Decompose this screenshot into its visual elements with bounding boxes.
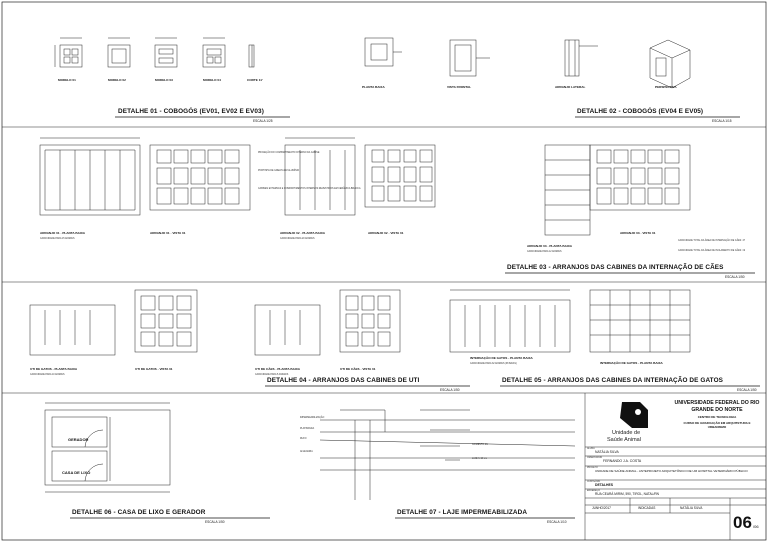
tb-orient: FERNANDO J.A. COSTA <box>603 459 642 463</box>
d3-label: ARRANJO 01 - PLANTA BAIXA <box>40 231 86 235</box>
d3-cap: CAPACIDADE PARA 12 ANIMAIS <box>527 251 562 253</box>
tb-label: PROJETO <box>587 467 598 469</box>
d7-label: ALVENARIA <box>300 451 313 453</box>
tb-aluna: NATÁLIA SILVA <box>595 450 619 454</box>
section-scale: ESCALA 1/50 <box>737 388 757 392</box>
d3-arranjo01-elevation <box>149 144 251 211</box>
cobogo-model-01 <box>54 37 83 68</box>
center-name: CENTRO DE TECNOLOGIA <box>697 415 737 419</box>
d5-cap: CAPACIDADE PARA 32 ANIMAIS (38 BAIAS) <box>470 363 517 365</box>
sheet-number: 06 <box>733 513 752 532</box>
d5-label: INTERNAÇÃO DE GATOS - PLANTA BAIXA <box>600 361 663 365</box>
section-scale: ESCALA 1/50 <box>440 388 460 392</box>
d3-cap: CAPACIDADE TOTAL DA ÁREA DE ISOLAMENTO D… <box>678 250 745 252</box>
d7-label: PLATIBANDA <box>300 428 315 430</box>
section-title: DETALHE 05 - ARRANJOS DAS CABINES DA INT… <box>502 377 724 384</box>
section-title: DETALHE 01 - COBOGÓS (EV01, EV02 E EV03) <box>118 108 264 115</box>
d7-label: IMPERMEABILIZAÇÃO <box>300 417 325 419</box>
d1-label: MODELO 01 <box>58 78 76 82</box>
d4-label: UTI DE CÃES - PLANTA BAIXA <box>255 367 301 371</box>
note-projecao: PROJEÇÃO DO COMPARTIMENTO INTERNO DA CAB… <box>258 152 320 154</box>
tb-projeto: UNIDADE DE SAÚDE ANIMAL - ANTEPROJETO AR… <box>595 469 748 473</box>
d6-room: CASA DE LIXO <box>62 470 91 475</box>
logo-mark <box>620 402 648 428</box>
d1-label: MODELO 03 <box>155 78 173 82</box>
d2-label: PERSPECTIVA <box>655 85 677 89</box>
section-scale: ESCALA 1/25 <box>253 119 273 123</box>
section-title: DETALHE 04 - ARRANJOS DAS CABINES DE UTI <box>267 377 420 384</box>
d3-arranjo01-plan <box>39 137 141 216</box>
d7-label: LAJE h=10 cm <box>472 458 488 460</box>
university-name: UNIVERSIDADE FEDERAL DO RIO GRANDE DO NO… <box>674 400 760 413</box>
d3-label: ARRANJO 03 - PLANTA BAIXA <box>527 244 573 248</box>
note-portinha: PORTINHA DE GRELHA EM ALUMÍNIO <box>258 170 300 172</box>
section-title: DETALHE 07 - LAJE IMPERMEABILIZADA <box>397 509 528 516</box>
d7-label: RUFO <box>300 438 307 440</box>
d4-cap: CAPACIDADE PARA 5 ANIMAIS <box>255 374 289 376</box>
section-title: DETALHE 06 - CASA DE LIXO E GERADOR <box>72 509 206 516</box>
section-scale: ESCALA 1/10 <box>547 520 567 524</box>
tb-label: ORIENTADOR <box>587 457 603 459</box>
d7-label: CAIMENTO 2% <box>472 444 489 446</box>
d6-plan <box>44 402 171 493</box>
tb-escala: INDICADAS <box>638 506 656 510</box>
tb-desenho: NATÁLIA SILVA <box>680 506 703 510</box>
tb-conteudo: DETALHES <box>595 483 614 487</box>
d3-label: ARRANJO 03 - VISTA 01 <box>620 231 656 235</box>
d5-label: INTERNAÇÃO DE GATOS - PLANTA BAIXA <box>470 356 533 360</box>
sheet-total: /06 <box>753 524 759 529</box>
d3-label: ARRANJO 02 - PLANTA BAIXA <box>280 231 326 235</box>
logo-text: Unidade de <box>612 430 641 436</box>
tb-endereco: RUA CEARÁ MIRIM, 590, TIROL, NATAL/RN <box>595 492 659 496</box>
d2-label: VISTA FRONTAL <box>447 85 472 89</box>
note-cabines: CABINES EXTERNAS E COMPARTIMENTOS INTERN… <box>258 188 361 190</box>
d2-label: PLANTA BAIXA <box>362 85 385 89</box>
tb-label: ALUNA <box>587 448 595 450</box>
d3-cap: CAPACIDADE PARA 20 ANIMAIS <box>280 238 315 240</box>
d1-label: CORTE 11' <box>247 78 263 82</box>
d7-section <box>319 409 576 500</box>
d1-label: MODELO 02 <box>108 78 126 82</box>
tb-label: CONTEÚDO <box>587 481 601 483</box>
tb-label: ENDEREÇO <box>587 490 601 492</box>
section-scale: ESCALA 1/50 <box>205 520 225 524</box>
d4-label: UTI DE GATOS - PLANTA BAIXA <box>30 367 78 371</box>
d4-label: UTI DE GATOS - VISTA 01 <box>135 367 173 371</box>
titleblock-frame <box>585 446 766 540</box>
section-scale: ESCALA 1/15 <box>712 119 732 123</box>
d6-room: GERADOR <box>68 437 89 442</box>
section-scale: ESCALA 1/50 <box>725 275 745 279</box>
d3-label: ARRANJO 02 - VISTA 01 <box>368 231 404 235</box>
course-name: CURSO DE GRADUAÇÃO EM ARQUITETURA E URBA… <box>683 421 751 429</box>
d4-label: UTI DE CÃES - VISTA 01 <box>340 367 376 371</box>
d3-cap: CAPACIDADE PARA 15 ANIMAIS <box>40 238 75 240</box>
d2-label: ARRANJO LATERAL <box>555 85 586 89</box>
d4-cap: CAPACIDADE PARA 10 ANIMAIS <box>30 374 65 376</box>
tb-data: JUNHO/2017 <box>592 506 611 510</box>
section-title: DETALHE 03 - ARRANJOS DAS CABINES DA INT… <box>507 264 724 271</box>
d3-cap: CAPACIDADE TOTAL DA ÁREA DE INTERNAÇÃO D… <box>678 240 746 242</box>
logo-text: Saúde Animal <box>607 437 641 443</box>
d3-label: ARRANJO 01 - VISTA 01 <box>150 231 186 235</box>
section-title: DETALHE 02 - COBOGÓS (EV04 E EV05) <box>577 108 704 115</box>
d1-label: MODELO 04 <box>203 78 221 82</box>
